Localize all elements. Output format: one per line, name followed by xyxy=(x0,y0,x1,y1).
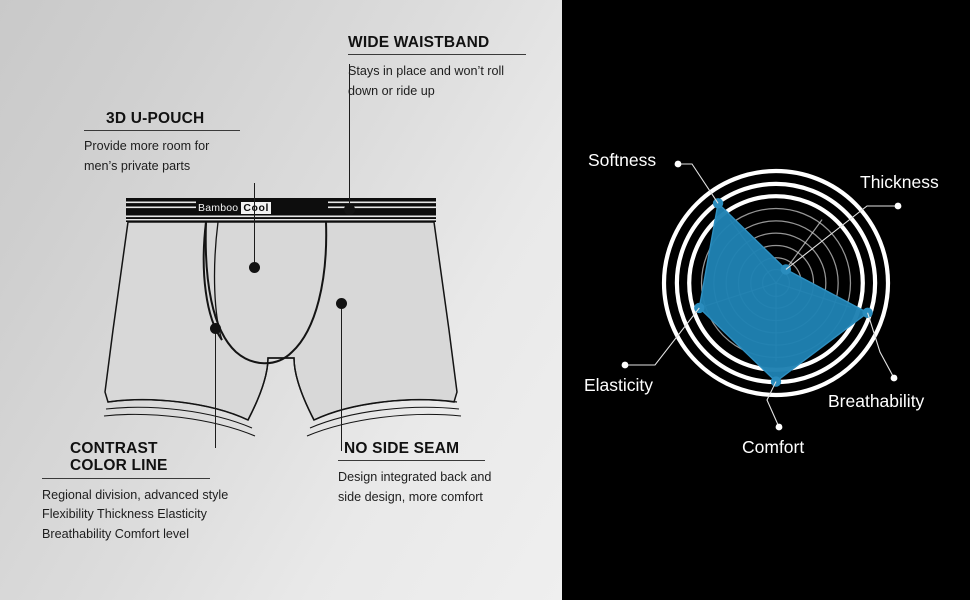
callout-rule xyxy=(348,54,526,56)
callout-heading: WIDE WAISTBAND xyxy=(348,34,490,51)
hotspot-contrast xyxy=(210,323,221,334)
callout-heading: CONTRAST COLOR LINE xyxy=(70,440,168,475)
product-feature-panel: Bamboo Cool 3D U-POUCH Provide more room… xyxy=(0,0,562,600)
radar-chart xyxy=(621,160,902,431)
radar-axis-label-thickness: Thickness xyxy=(860,172,939,192)
waistband-brand: Bamboo Cool xyxy=(198,201,272,215)
leader-line-contrast xyxy=(215,328,216,448)
leader-line-no-seam xyxy=(341,303,342,451)
radar-axis-label-softness: Softness xyxy=(588,150,657,170)
callout-heading: NO SIDE SEAM xyxy=(344,440,460,457)
callout-body: Stays in place and won’t roll down or ri… xyxy=(348,64,505,98)
callout-body: Regional division, advanced style Flexib… xyxy=(42,487,229,541)
brand-name: Bamboo xyxy=(198,202,239,214)
callout-rule xyxy=(42,477,210,479)
radar-series-area xyxy=(698,201,869,383)
performance-radar-panel: Softness Thickness Breathability Comfort… xyxy=(562,0,970,600)
radar-leader-lines xyxy=(621,160,902,431)
leader-line-u-pouch xyxy=(254,183,255,268)
callout-body: Design integrated back and side design, … xyxy=(338,470,492,504)
callout-no-side-seam: NO SIDE SEAM Design integrated back and … xyxy=(338,440,538,507)
radar-axis-label-elasticity: Elasticity xyxy=(584,375,654,395)
callout-rule xyxy=(338,460,485,462)
hotspot-u-pouch xyxy=(249,262,260,273)
boxer-brief-illustration xyxy=(103,198,462,437)
radar-axis-label-breathability: Breathability xyxy=(828,391,925,411)
callout-rule xyxy=(84,130,240,132)
waistband xyxy=(126,198,436,222)
callout-contrast-color-line: CONTRAST COLOR LINE Regional division, a… xyxy=(42,440,292,544)
callout-wide-waistband: WIDE WAISTBAND Stays in place and won’t … xyxy=(348,34,548,101)
callout-body: Provide more room for men’s private part… xyxy=(84,139,210,173)
leader-line-waistband xyxy=(349,64,350,210)
callout-heading: 3D U-POUCH xyxy=(106,110,205,127)
hotspot-no-seam xyxy=(336,298,347,309)
hotspot-waistband xyxy=(344,204,355,215)
callout-3d-u-pouch: 3D U-POUCH Provide more room for men’s p… xyxy=(84,110,254,176)
radar-axis-label-comfort: Comfort xyxy=(742,437,805,457)
brand-badge: Cool xyxy=(241,202,272,214)
